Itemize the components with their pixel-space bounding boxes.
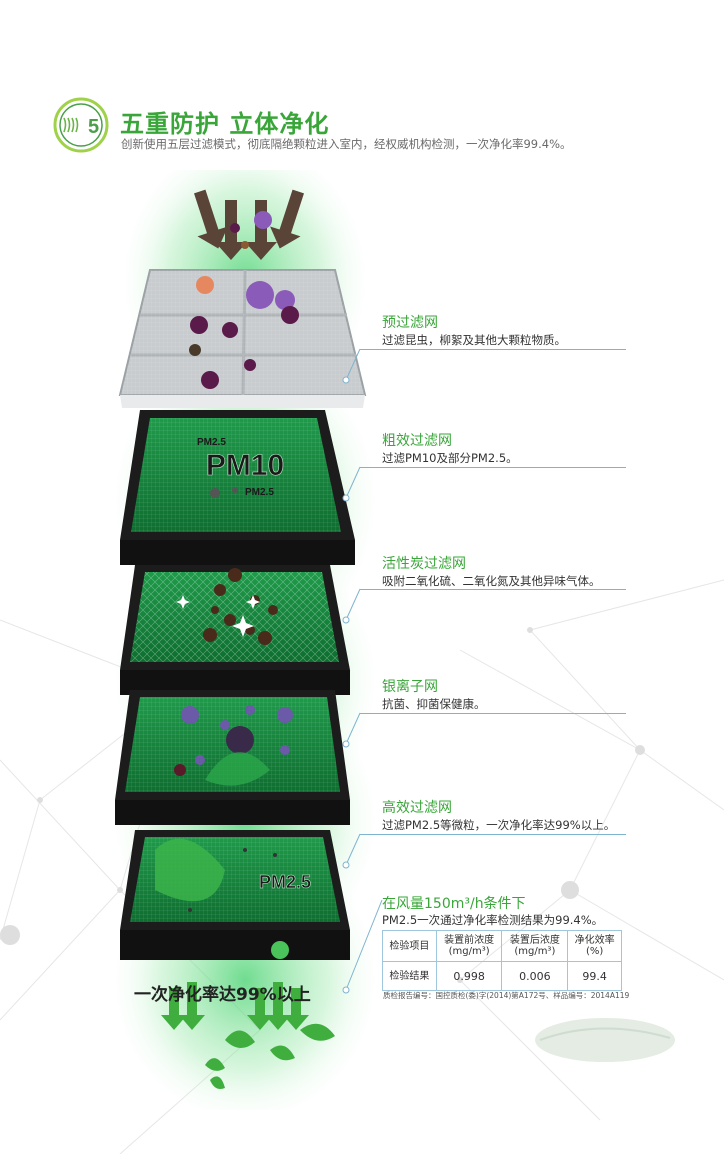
layer-name: 活性炭过滤网 bbox=[382, 556, 466, 572]
prefilter-layer bbox=[118, 211, 367, 408]
table-header-cell: 检验项目 bbox=[382, 930, 437, 962]
page-title: 五重防护 立体净化 bbox=[120, 110, 330, 138]
table-cell: 检验结果 bbox=[382, 961, 437, 991]
table-header-cell: 装置后浓度 (mg/m³) bbox=[501, 930, 569, 962]
layer-name: 粗效过滤网 bbox=[382, 433, 452, 449]
divider bbox=[360, 349, 626, 350]
table-row: 检验结果 0.998 0.006 99.4 bbox=[382, 961, 622, 991]
layer-desc: 吸附二氧化硫、二氧化氮及其他异味气体。 bbox=[382, 574, 601, 588]
table-header-cell: 净化效率 (%) bbox=[567, 930, 622, 962]
carbon-filter-layer bbox=[120, 565, 350, 695]
layer-name: 预过滤网 bbox=[382, 315, 438, 331]
pm25-label: PM2.5 bbox=[197, 437, 226, 448]
summary-title: 在风量150m³/h条件下 bbox=[382, 896, 526, 912]
purification-rate-caption: 一次净化率达99%以上 bbox=[134, 985, 311, 1005]
layer-desc: 过滤昆虫，柳絮及其他大颗粒物质。 bbox=[382, 333, 566, 347]
five-layer-logo-icon: 5 bbox=[53, 97, 109, 153]
callout-connectors bbox=[342, 348, 383, 994]
table-header-cell: 装置前浓度 (mg/m³) bbox=[435, 930, 503, 962]
divider bbox=[360, 467, 626, 468]
pm10-label: PM10 bbox=[206, 449, 284, 482]
pm25-big-label: PM2.5 bbox=[259, 872, 311, 892]
layer-desc: 过滤PM2.5等微粒，一次净化率达99%以上。 bbox=[382, 818, 616, 832]
pm25-label: PM2.5 bbox=[245, 487, 274, 498]
filter-stack-illustration: PM10 PM2.5 PM2.5 bbox=[105, 170, 385, 1110]
test-result-table: 检验项目 装置前浓度 (mg/m³) 装置后浓度 (mg/m³) 净化效率 (%… bbox=[382, 930, 622, 991]
hepa-filter-layer: PM2.5 bbox=[120, 830, 350, 960]
table-cell: 0.006 bbox=[501, 961, 569, 991]
layer-name: 银离子网 bbox=[382, 679, 438, 695]
layer-desc: 过滤PM10及部分PM2.5。 bbox=[382, 451, 518, 465]
layer-desc: 抗菌、抑菌保健康。 bbox=[382, 697, 486, 711]
divider bbox=[360, 589, 626, 590]
leaf-icon bbox=[535, 1018, 675, 1062]
table-cell: 99.4 bbox=[567, 961, 622, 991]
page-subtitle: 创新使用五层过滤模式，彻底隔绝颗粒进入室内，经权威机构检测，一次净化率99.4%… bbox=[121, 137, 572, 151]
silver-ion-layer bbox=[115, 690, 350, 825]
table-header-row: 检验项目 装置前浓度 (mg/m³) 装置后浓度 (mg/m³) 净化效率 (%… bbox=[382, 930, 622, 962]
svg-text:5: 5 bbox=[88, 116, 99, 138]
table-cell: 0.998 bbox=[435, 961, 503, 991]
divider bbox=[360, 834, 626, 835]
summary-text: PM2.5一次通过净化率检测结果为99.4%。 bbox=[382, 913, 604, 927]
coarse-filter-layer: PM10 PM2.5 PM2.5 bbox=[120, 410, 355, 565]
divider bbox=[360, 713, 626, 714]
report-number: 质检报告编号：国控质检(委)字(2014)第A172号、样品编号：2014A11… bbox=[383, 991, 630, 1000]
layer-name: 高效过滤网 bbox=[382, 800, 452, 816]
